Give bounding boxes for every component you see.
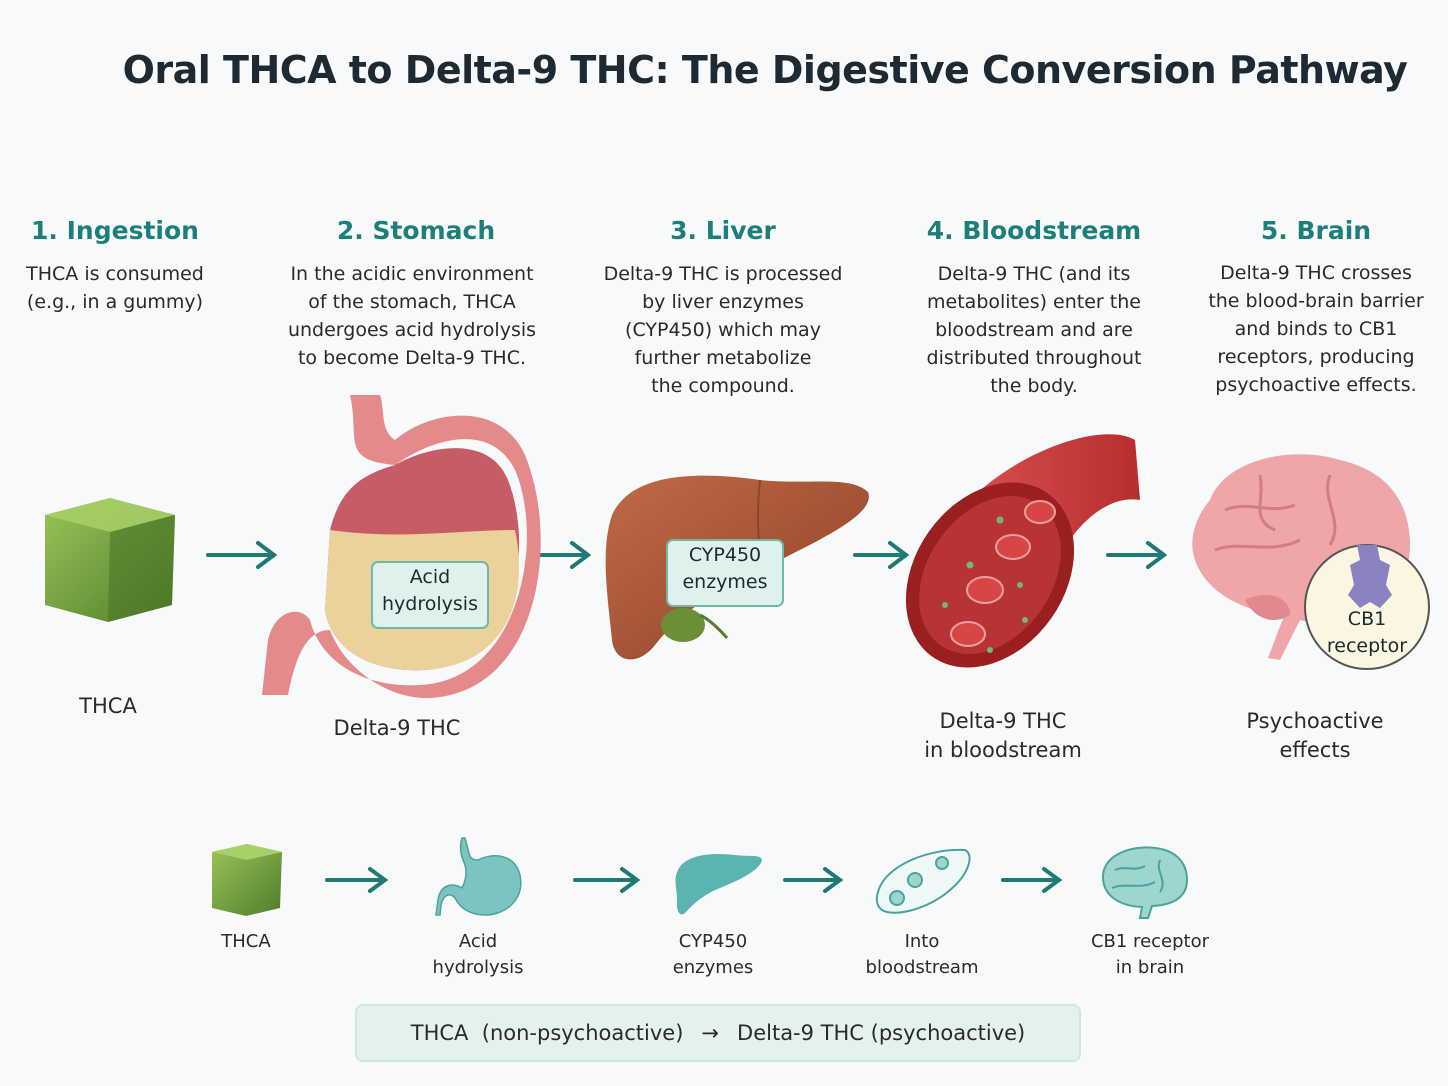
step-4-heading: 4. Bloodstream (926, 216, 1142, 245)
blood-vessel-icon (875, 848, 971, 914)
arrow-icon (325, 867, 389, 893)
caption-delta9: Delta-9 THC (333, 716, 461, 740)
step-2-heading: 2. Stomach (336, 216, 496, 245)
arrow-icon: → (701, 1021, 720, 1045)
step-5-heading: 5. Brain (1260, 216, 1372, 245)
arrow-icon (1001, 867, 1063, 893)
summary-bar: THCA (non-psychoactive) → Delta-9 THC (p… (355, 1004, 1081, 1062)
arrow-icon (783, 867, 844, 893)
arrow-icon (573, 867, 641, 893)
pathway-illustration (45, 395, 1430, 699)
summary-right: Delta-9 THC (psychoactive) (737, 1021, 1026, 1045)
stomach-icon (262, 395, 541, 699)
caption-thca: THCA (79, 694, 137, 718)
arrow-icon (538, 541, 592, 569)
step-1-heading: 1. Ingestion (31, 216, 199, 245)
step-3-heading: 3. Liver (670, 216, 776, 245)
page-title: Oral THCA to Delta-9 THC: The Digestive … (122, 48, 1408, 92)
step-1-description: THCA is consumed(e.g., in a gummy) (26, 263, 204, 313)
arrow-icon (1106, 541, 1168, 569)
blood-vessel-icon (905, 434, 1140, 668)
summary-label-thca: THCA (221, 931, 271, 952)
liver-icon (675, 853, 762, 915)
gummy-icon (212, 844, 282, 916)
receptor-icon (1348, 545, 1392, 608)
arrow-icon (853, 541, 910, 569)
summary-icon-row (212, 837, 1189, 919)
stomach-icon (435, 837, 522, 916)
gummy-icon (45, 498, 175, 622)
brain-icon (1101, 846, 1189, 919)
summary-left: THCA (non-psychoactive) (410, 1021, 684, 1045)
arrow-icon (206, 541, 278, 569)
